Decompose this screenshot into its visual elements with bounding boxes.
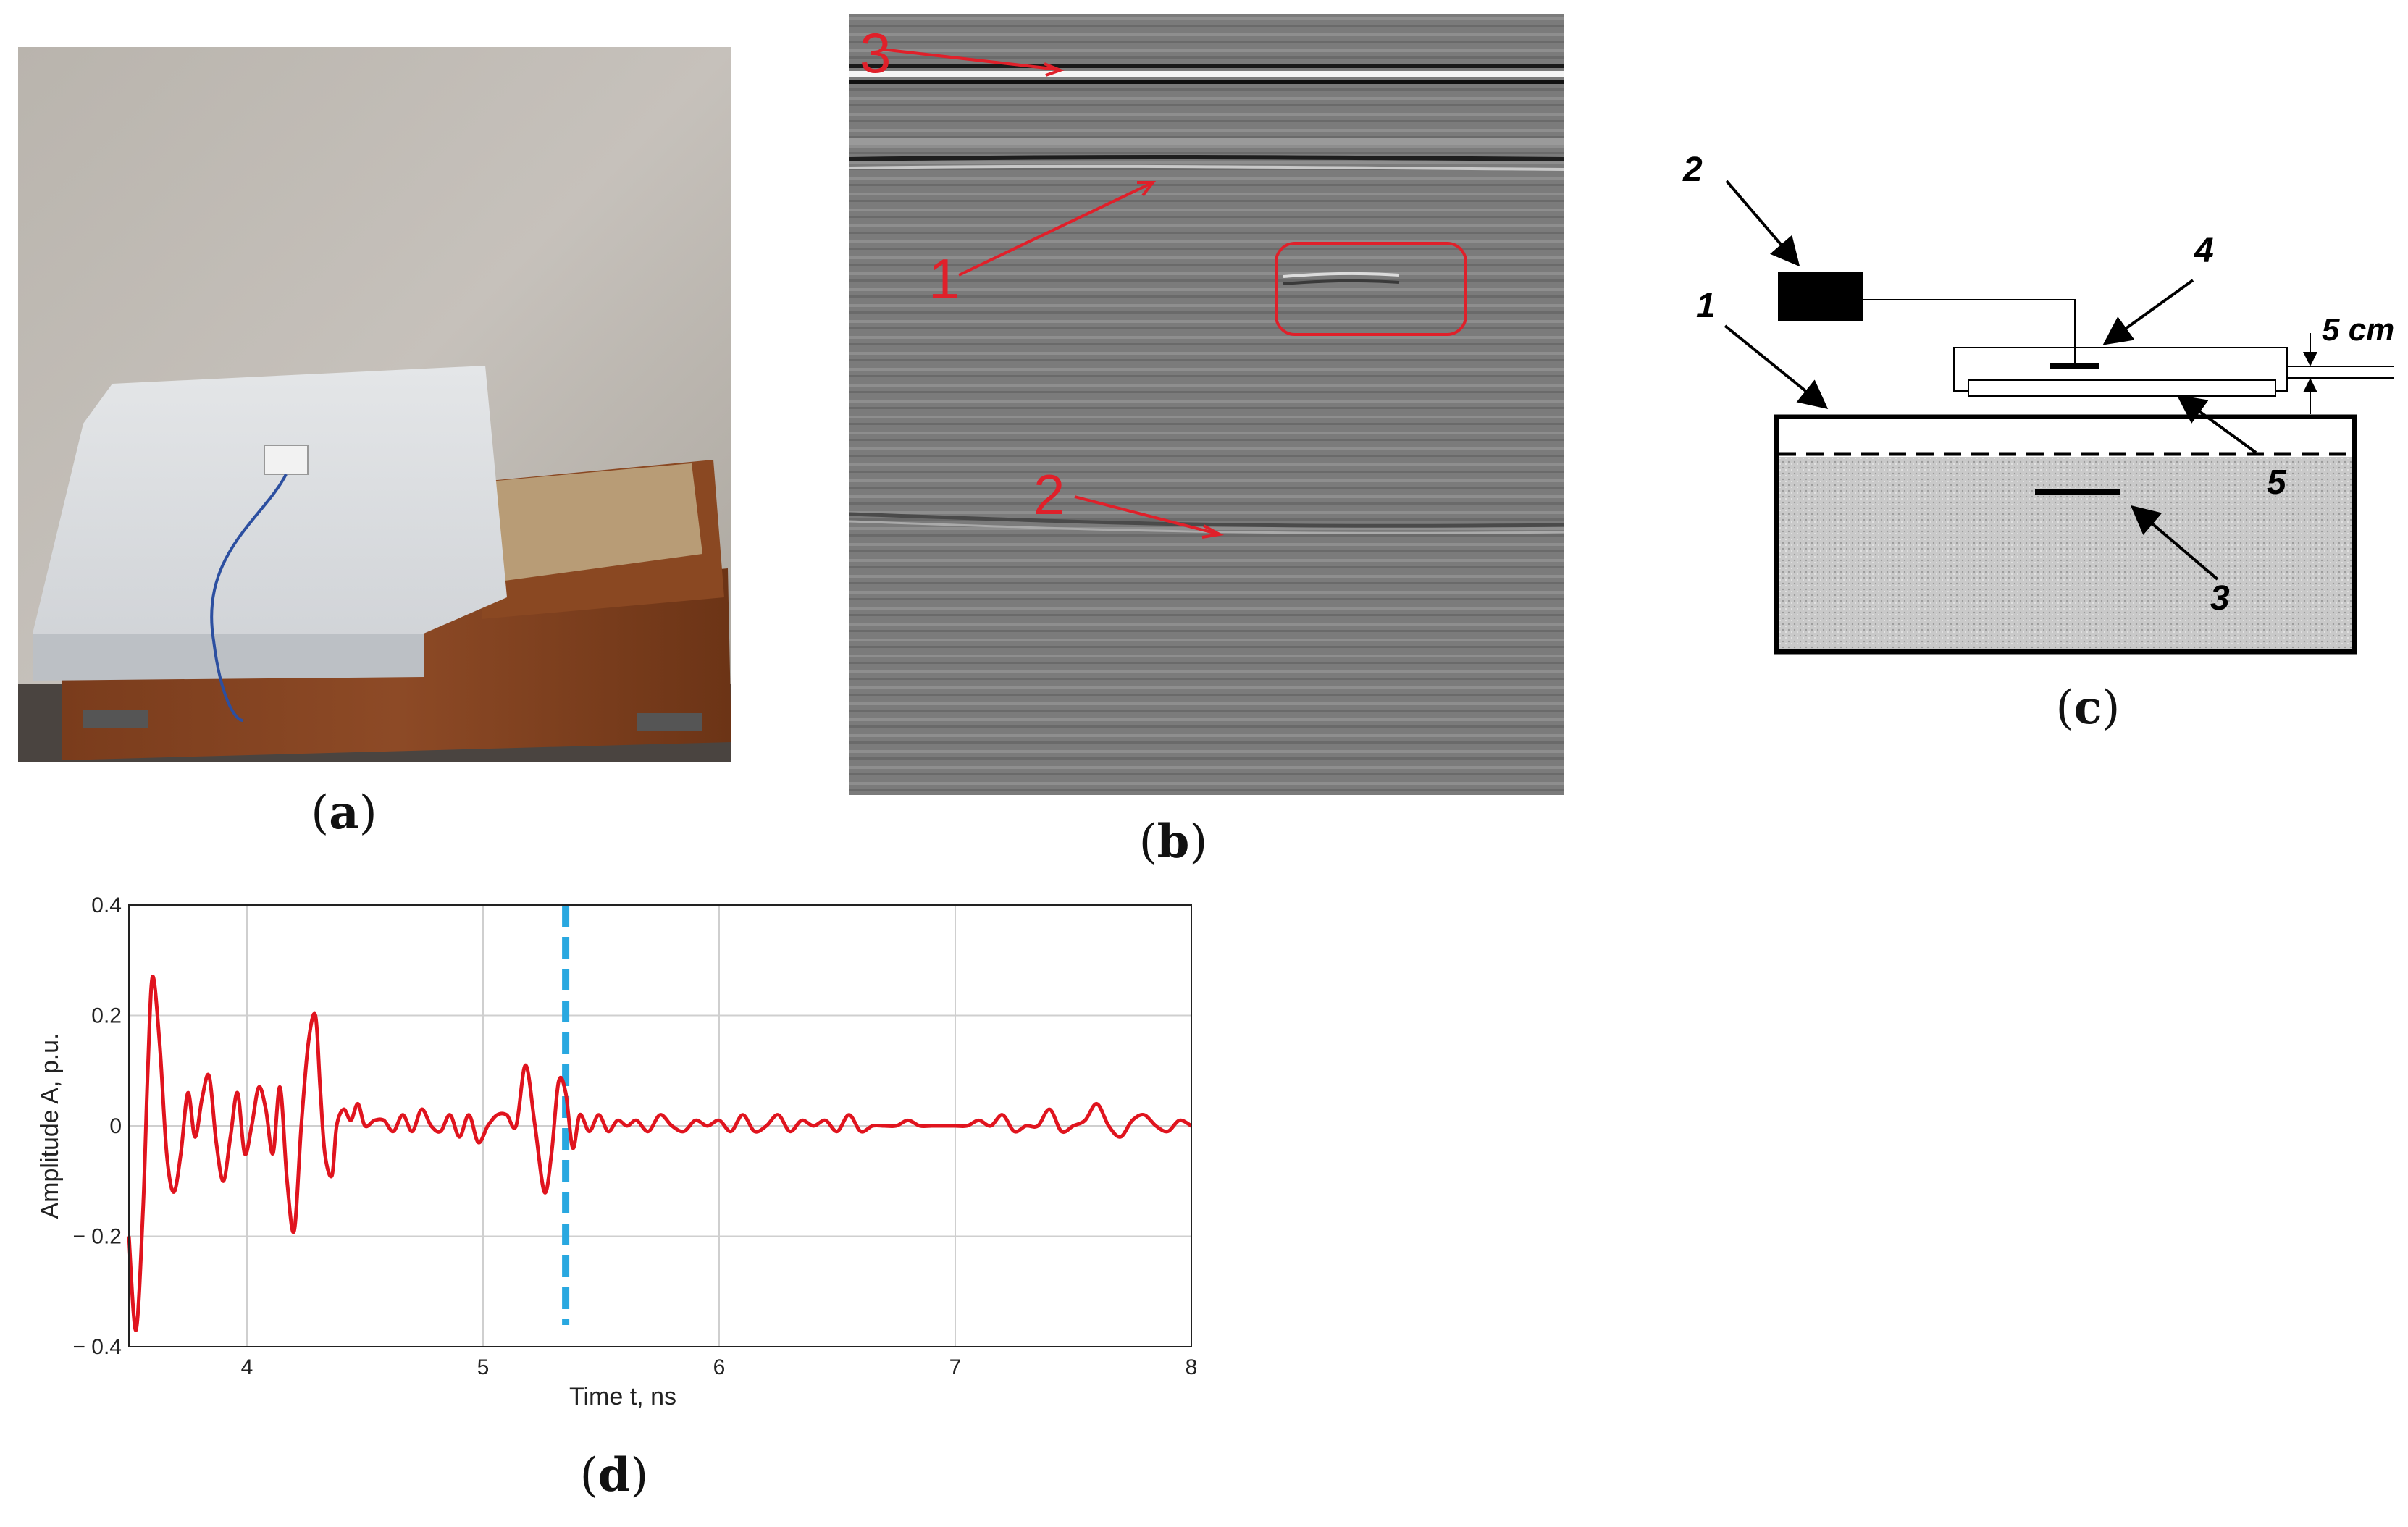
panel-b-radargram: 3 1 2 [848,14,1565,795]
plot-frame [128,904,1192,1347]
caption-a: (a) [311,786,377,840]
y-tick-labels: 0.4 0.2 0 − 0.2 − 0.4 [72,893,122,1359]
caption-d: (d) [579,1448,649,1502]
schematic-label-1: 1 [1696,287,1716,325]
antenna-plate [1968,379,2276,397]
y-tick-label: 0.4 [91,893,122,917]
radargram-label-1: 1 [928,247,960,311]
x-tick-label: 8 [1186,1355,1198,1379]
y-tick-label: − 0.4 [72,1335,122,1359]
radargram-label-2: 2 [1033,463,1065,526]
y-axis-label: Amplitude A, p.u. [36,1032,64,1219]
gpr-unit [1778,272,1863,321]
schematic-diagram: 5 cm 1 2 3 4 5 [1682,151,2394,655]
dimension-label: 5 cm [2322,312,2394,348]
x-axis-label: Time t, ns [569,1383,676,1410]
x-tick-label: 5 [477,1355,490,1379]
radargram-annotations [881,48,1467,539]
x-tick-label: 7 [949,1355,962,1379]
panel-a-photo [18,47,731,762]
y-tick-label: 0.2 [91,1004,122,1028]
amplitude-series-line [127,975,1193,1332]
schematic-label-5: 5 [2267,463,2287,502]
schematic-label-2: 2 [1682,151,1703,189]
chart-grid [129,905,1191,1347]
y-tick-label: − 0.2 [72,1225,122,1249]
panel-d-chart: 4 5 6 7 8 0.4 0.2 0 − 0.2 − 0.4 Time t, ns Ampli… [22,883,1238,1434]
x-tick-label: 4 [241,1355,253,1379]
schematic-label-3: 3 [2210,579,2230,618]
radargram-image: 3 1 2 [848,14,1565,795]
x-tick-label: 6 [713,1355,726,1379]
amplitude-chart: 4 5 6 7 8 0.4 0.2 0 − 0.2 − 0.4 Time t, ns Ampli… [36,893,1198,1410]
schematic-label-4: 4 [2194,232,2214,270]
panel-c-schematic: 5 cm 1 2 3 4 5 [1666,130,2404,681]
caption-b: (b) [1138,815,1208,869]
caption-c: (c) [2055,681,2120,735]
radargram-label-3: 3 [860,21,891,85]
y-tick-label: 0 [109,1114,122,1138]
antenna-element [2050,363,2099,369]
photo-test-box [18,47,731,762]
x-tick-labels: 4 5 6 7 8 [241,1355,1198,1379]
